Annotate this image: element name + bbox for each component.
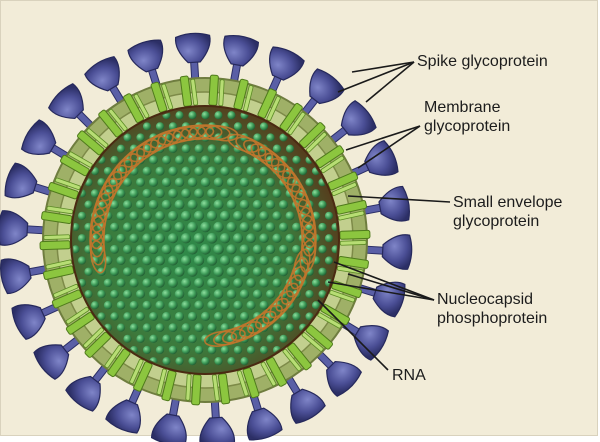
spike	[361, 234, 413, 270]
leader-spike-1	[351, 61, 415, 73]
label-membrane-glycoprotein: Membrane glycoprotein	[424, 98, 510, 136]
leader-rna	[317, 299, 389, 371]
membrane-protein	[208, 74, 225, 107]
membrane-protein	[335, 200, 368, 221]
membrane-protein	[39, 234, 71, 251]
membrane-protein	[60, 151, 93, 177]
membrane-protein	[42, 259, 75, 280]
label-rna: RNA	[392, 367, 426, 384]
rna-coil-lower-right	[203, 248, 311, 347]
label-nucleocapsid-line1: Nucleocapsid	[437, 291, 534, 308]
label-small-envelope-line1: Small envelope	[453, 194, 563, 211]
membrane-protein	[104, 344, 131, 378]
spike-glycoprotein-group	[0, 32, 413, 442]
rna-coil-group	[89, 124, 317, 347]
membrane-protein	[156, 368, 177, 402]
leader-spike-3	[337, 61, 415, 93]
rna-coil-top-right	[227, 133, 317, 273]
membrane-protein	[83, 327, 111, 358]
leader-nucleocapsid-3	[327, 281, 435, 301]
leader-membrane-2	[357, 125, 421, 169]
spike	[150, 394, 187, 442]
leader-spike-2	[365, 61, 415, 103]
label-membrane-line1: Membrane	[424, 99, 501, 116]
membrane-protein	[233, 78, 254, 112]
label-nucleocapsid-phosphoprotein: Nucleocapsid phosphoprotein	[437, 290, 547, 328]
spike	[0, 258, 51, 295]
label-small-envelope-line2: glycoprotein	[453, 213, 540, 230]
label-membrane-line2: glycoprotein	[424, 118, 511, 135]
membrane-protein	[236, 367, 260, 399]
spike	[359, 185, 410, 222]
membrane-protein	[41, 205, 74, 225]
rna-coil-left	[89, 124, 239, 274]
membrane-protein	[315, 145, 345, 174]
label-spike-glycoprotein: Spike glycoprotein	[417, 53, 548, 70]
spike	[199, 396, 236, 442]
leader-nucleocapsid-1	[333, 261, 435, 301]
spike	[174, 32, 211, 84]
leader-nucleocapsid-2	[347, 273, 435, 301]
spike	[4, 162, 56, 199]
label-nucleocapsid-line2: phosphoprotein	[437, 310, 548, 327]
label-small-envelope-glycoprotein: Small envelope glycoprotein	[453, 193, 562, 231]
leader-membrane-1	[345, 125, 421, 151]
membrane-protein	[129, 358, 153, 392]
membrane-protein	[185, 373, 202, 406]
leader-small-envelope	[347, 195, 451, 203]
membrane-protein	[98, 108, 128, 138]
membrane-protein	[339, 229, 371, 246]
label-leader-lines	[317, 61, 451, 371]
membrane-protein	[336, 255, 369, 275]
nucleocapsid-beads	[73, 111, 337, 366]
